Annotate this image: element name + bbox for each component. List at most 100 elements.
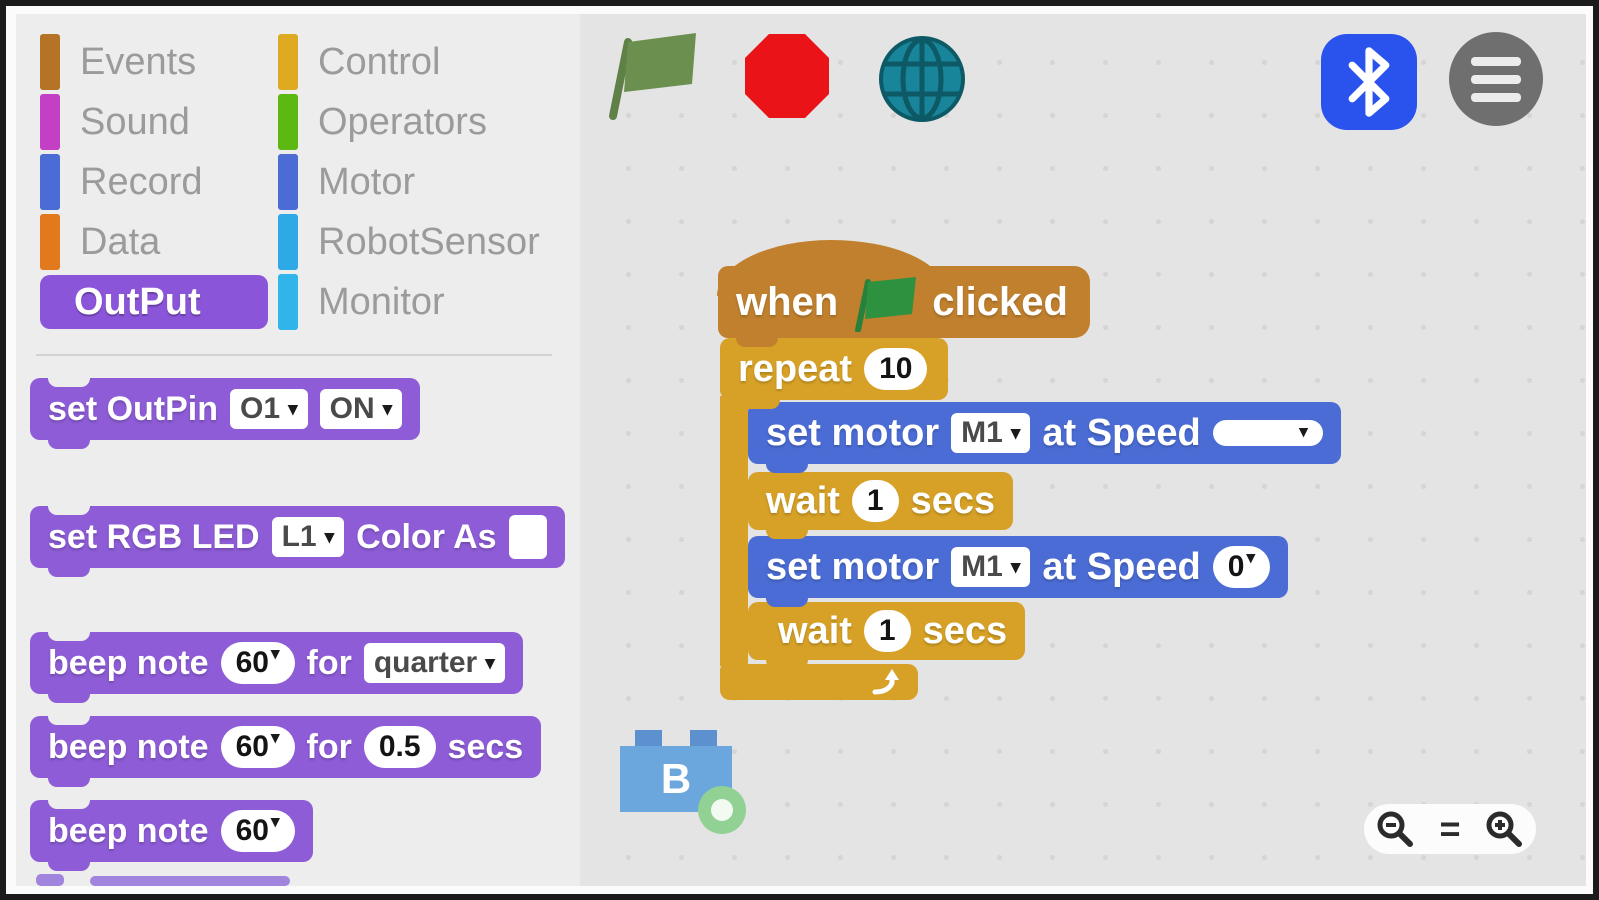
category-events[interactable]: Events xyxy=(40,32,278,92)
palette-block-set-rgb-led[interactable]: set RGB LED L1▾ Color As xyxy=(30,506,565,577)
zoom-controls: = xyxy=(1364,804,1536,854)
set-motor-block-1[interactable]: set motor M1▾ at Speed ▾ xyxy=(748,402,1341,473)
chevron-down-icon: ▾ xyxy=(1246,548,1255,567)
outpin-state-dropdown[interactable]: ON▾ xyxy=(319,389,403,429)
category-label: Sound xyxy=(80,100,190,143)
repeat-count-oval[interactable]: 10 xyxy=(864,348,928,390)
category-robotsensor[interactable]: RobotSensor xyxy=(278,212,580,272)
bluetooth-icon xyxy=(1348,47,1390,117)
outpin-pin-dropdown[interactable]: O1▾ xyxy=(230,389,308,429)
category-color-chip xyxy=(40,34,60,90)
block-label: when xyxy=(736,279,839,324)
duration-value-oval[interactable]: 0.5 xyxy=(363,726,436,768)
status-badge-dot xyxy=(711,799,733,821)
hamburger-menu-icon xyxy=(1471,74,1521,84)
script-workspace[interactable]: when clicked repeat 10 set motor M1▾ at … xyxy=(580,14,1586,886)
category-data[interactable]: Data xyxy=(40,212,278,272)
block-label: at Speed xyxy=(1042,545,1201,588)
block-label: set motor xyxy=(766,545,940,588)
wait-block-2[interactable]: wait 1 secs xyxy=(748,602,1026,669)
motor-port-dropdown[interactable]: M1▾ xyxy=(951,547,1031,587)
stop-sign-icon xyxy=(745,34,829,118)
note-value-oval[interactable]: 60▾ xyxy=(220,642,295,684)
zoom-in-button[interactable] xyxy=(1485,810,1523,848)
category-color-chip xyxy=(278,34,298,90)
block-label: secs xyxy=(922,609,1008,652)
speed-value-oval[interactable]: 0▾ xyxy=(1212,546,1270,588)
repeat-block-arm xyxy=(720,396,748,666)
led-dropdown[interactable]: L1▾ xyxy=(271,517,345,557)
category-label: RobotSensor xyxy=(318,220,540,263)
block-label: repeat xyxy=(738,347,853,390)
device-thumbnail[interactable]: B xyxy=(610,726,760,841)
palette-block-beep-note-beat[interactable]: beep note 60▾ for quarter▾ xyxy=(30,632,523,703)
network-button[interactable] xyxy=(879,36,965,127)
partial-block-sliver xyxy=(36,874,64,886)
wait-value-oval[interactable]: 1 xyxy=(851,480,899,522)
category-sound[interactable]: Sound xyxy=(40,92,278,152)
chevron-down-icon: ▾ xyxy=(1010,556,1021,578)
wait-block-1[interactable]: wait 1 secs xyxy=(748,472,1014,539)
magnifier-minus-icon xyxy=(1377,811,1414,847)
note-value-oval[interactable]: 60▾ xyxy=(220,810,295,852)
set-motor-block-2[interactable]: set motor M1▾ at Speed 0▾ xyxy=(748,536,1288,607)
palette-block-beep-note-secs[interactable]: beep note 60▾ for 0.5 secs xyxy=(30,716,542,787)
category-color-chip xyxy=(278,274,298,330)
stop-button[interactable] xyxy=(743,32,831,125)
category-list: Events Sound Record Data OutPut Control xyxy=(40,32,580,332)
menu-button[interactable] xyxy=(1449,32,1543,126)
chevron-down-icon: ▾ xyxy=(1010,422,1021,444)
category-label: OutPut xyxy=(74,280,201,323)
category-control[interactable]: Control xyxy=(278,32,580,92)
block-label: beep note xyxy=(48,727,209,766)
palette-block-beep-note[interactable]: beep note 60▾ xyxy=(30,800,313,871)
green-flag-button[interactable] xyxy=(606,28,700,125)
category-output-selected[interactable]: OutPut xyxy=(40,275,268,329)
chevron-down-icon: ▾ xyxy=(270,812,280,831)
category-monitor[interactable]: Monitor xyxy=(278,272,580,332)
status-badge xyxy=(698,786,746,834)
category-label: Control xyxy=(318,40,441,83)
block-label: set OutPin xyxy=(48,389,219,428)
beat-dropdown[interactable]: quarter▾ xyxy=(363,643,505,683)
brick-stud xyxy=(635,730,662,747)
chevron-down-icon: ▾ xyxy=(288,398,298,420)
bluetooth-button[interactable] xyxy=(1321,34,1417,130)
block-label: beep note xyxy=(48,643,209,682)
motor-port-dropdown[interactable]: M1▾ xyxy=(951,413,1031,453)
chevron-down-icon: ▾ xyxy=(1299,422,1308,441)
block-label: for xyxy=(306,643,352,682)
block-label: clicked xyxy=(932,279,1068,324)
chevron-down-icon: ▾ xyxy=(485,652,495,674)
palette-block-set-outpin[interactable]: set OutPin O1▾ ON▾ xyxy=(30,378,421,449)
zoom-reset-button[interactable]: = xyxy=(1439,808,1461,849)
chevron-down-icon: ▾ xyxy=(270,728,280,747)
speed-value-oval[interactable]: ▾ xyxy=(1212,420,1323,446)
repeat-block-footer[interactable] xyxy=(720,664,918,700)
magnifier-plus-icon xyxy=(1486,811,1523,847)
block-label: secs xyxy=(910,479,996,522)
category-color-chip xyxy=(40,154,60,210)
brick-stud xyxy=(690,730,717,747)
category-record[interactable]: Record xyxy=(40,152,278,212)
wait-value-oval[interactable]: 1 xyxy=(863,610,911,652)
category-motor[interactable]: Motor xyxy=(278,152,580,212)
block-label: Color As xyxy=(356,517,497,556)
category-color-chip xyxy=(278,214,298,270)
category-color-chip xyxy=(40,214,60,270)
repeat-block[interactable]: repeat 10 xyxy=(720,338,948,409)
loop-arrow-icon xyxy=(872,669,899,695)
green-flag-icon xyxy=(855,277,917,332)
partial-block-sliver xyxy=(90,876,290,886)
block-label: set RGB LED xyxy=(48,517,260,556)
zoom-out-button[interactable] xyxy=(1376,810,1414,848)
chevron-down-icon: ▾ xyxy=(324,526,335,548)
block-palette: Events Sound Record Data OutPut Control xyxy=(16,14,580,886)
category-color-chip xyxy=(278,154,298,210)
category-label: Monitor xyxy=(318,280,445,323)
note-value-oval[interactable]: 60▾ xyxy=(220,726,295,768)
when-flag-clicked-block[interactable]: when clicked xyxy=(717,240,1090,347)
color-input-stub[interactable] xyxy=(508,515,547,559)
category-label: Record xyxy=(80,160,203,203)
category-operators[interactable]: Operators xyxy=(278,92,580,152)
